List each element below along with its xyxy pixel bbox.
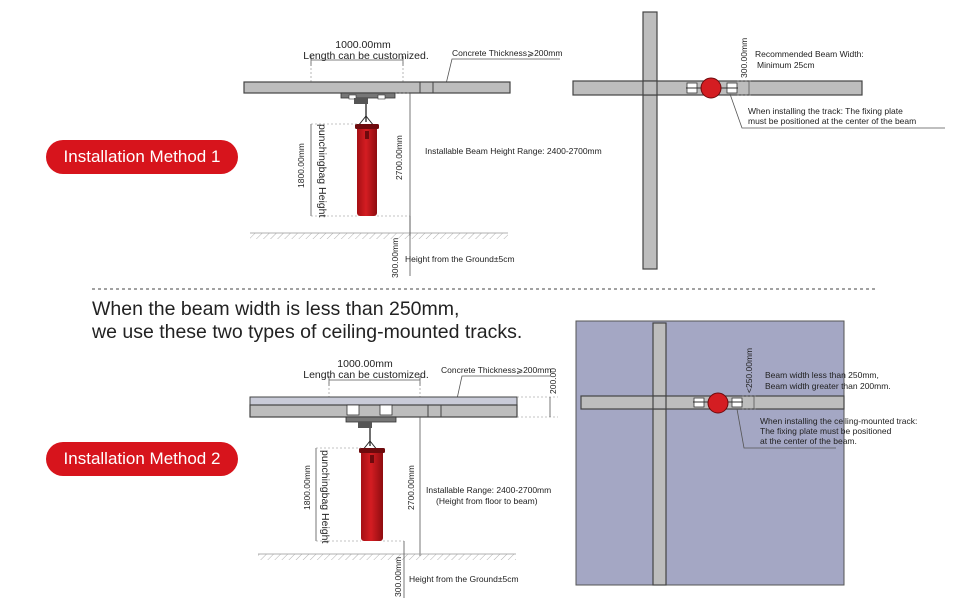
method1-concrete-thickness: Concrete Thickness⩾200mm: [452, 48, 562, 58]
method1-beam-vertical: [642, 11, 658, 270]
method1-ground-value: 300.00mm: [390, 238, 400, 278]
method2-beam-vertical: [652, 322, 667, 586]
method2-punching-bag: [359, 448, 385, 541]
method2-ground-label: Height from the Ground±5cm: [409, 574, 519, 584]
method2-top-view: <250.00mm Beam width less than 250mm, Be…: [575, 320, 917, 586]
method1-bag-top: [700, 77, 722, 99]
method1-ground-label: Height from the Ground±5cm: [405, 254, 515, 264]
method1-ground: [250, 233, 508, 239]
method1-bag-height-label: punchingbag Height: [316, 124, 328, 217]
method2-concrete-thickness: Concrete Thickness⩾200mm: [441, 365, 551, 375]
method2-fixing-note-1: When installing the ceiling-mounted trac…: [760, 416, 917, 426]
method1-punching-bag: [355, 124, 379, 216]
method2-beam-width-value: <250.00mm: [744, 348, 754, 393]
method2-ground: [258, 554, 516, 560]
method1-beam-width-title: Recommended Beam Width:: [755, 49, 864, 59]
installation-method-2-badge: Installation Method 2: [46, 442, 238, 476]
method2-side-view: 1000.00mm Length can be customized. Conc…: [249, 358, 558, 598]
method2-bag-top: [707, 392, 729, 414]
method2-ceiling-slab: [249, 396, 518, 406]
method1-beam-width-min: Minimum 25cm: [757, 60, 815, 70]
method1-beam-width-value: 300.00mm: [739, 38, 749, 78]
method1-top-view: 300.00mm Recommended Beam Width: Minimum…: [572, 11, 945, 270]
method1-length-note: Length can be customized.: [303, 50, 429, 62]
method2-thickness-value: 200.00: [548, 368, 558, 394]
section-heading-line-2: we use these two types of ceiling-mounte…: [92, 321, 523, 343]
method2-fixing-note-2: The fixing plate must be positioned: [760, 426, 892, 436]
method2-bag-height-label: punchingbag Height: [319, 450, 331, 543]
method2-beam-height-value: 2700.00mm: [406, 465, 416, 510]
method2-range-line-2: (Height from floor to beam): [436, 496, 538, 506]
method2-length-value: 1000.00mm: [337, 358, 393, 370]
method1-beam-height-range: Installable Beam Height Range: 2400-2700…: [425, 146, 602, 156]
method1-fixing-note-1: When installing the track: The fixing pl…: [748, 106, 903, 116]
method2-ground-value: 300.00mm: [393, 557, 403, 597]
method1-beam-height-value: 2700.00mm: [394, 135, 404, 180]
method2-ceiling-panel: [575, 320, 845, 586]
method2-length-note: Length can be customized.: [303, 369, 429, 381]
method2-range-line-1: Installable Range: 2400-2700mm: [426, 485, 551, 495]
method2-beam-width-line-2: Beam width greater than 200mm.: [765, 381, 891, 391]
method2-fixing-note-3: at the center of the beam.: [760, 436, 857, 446]
method1-length-value: 1000.00mm: [335, 39, 391, 51]
installation-method-1-badge: Installation Method 1: [46, 140, 238, 174]
method2-track: [345, 416, 397, 423]
method1-bag-height-value: 1800.00mm: [296, 143, 306, 188]
section-heading-line-1: When the beam width is less than 250mm,: [92, 298, 460, 320]
method1-ceiling-slab: [243, 81, 511, 94]
method1-fixing-note-2: must be positioned at the center of the …: [748, 116, 916, 126]
method2-bag-height-value: 1800.00mm: [302, 465, 312, 510]
method1-side-view: 1000.00mm Length can be customized. Conc…: [243, 39, 602, 278]
method2-beam-width-line-1: Beam width less than 250mm,: [765, 370, 879, 380]
